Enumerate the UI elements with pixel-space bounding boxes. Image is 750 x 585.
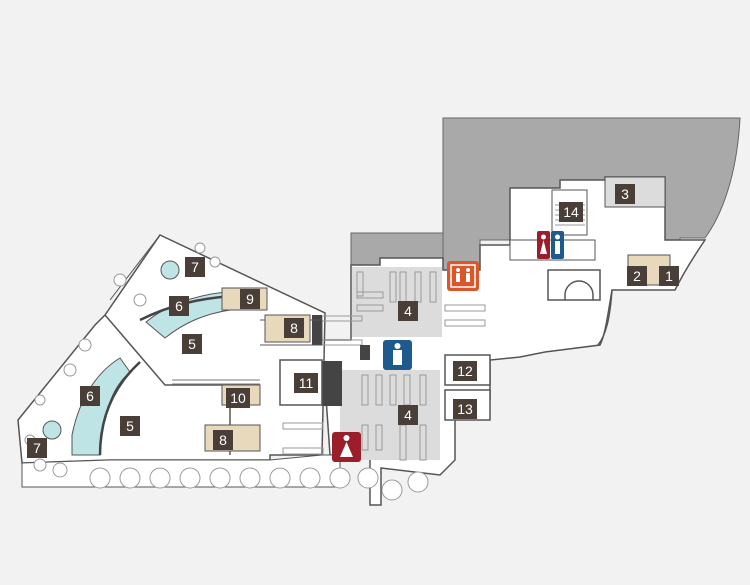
interior-wall-2 xyxy=(109,234,161,301)
svg-text:8: 8 xyxy=(219,432,227,448)
label-13[interactable]: 13 xyxy=(453,399,477,419)
svg-text:6: 6 xyxy=(175,298,183,314)
label-12[interactable]: 12 xyxy=(453,361,477,381)
womens-restroom-icon[interactable] xyxy=(332,432,361,462)
pond-north xyxy=(160,260,180,280)
shelving-area-north xyxy=(352,267,442,337)
interior-wall-3 xyxy=(172,379,260,385)
wall-block-2 xyxy=(312,315,322,345)
pond-west xyxy=(42,420,62,440)
label-3[interactable]: 3 xyxy=(615,184,635,204)
label-5-lower[interactable]: 5 xyxy=(120,416,140,436)
svg-text:11: 11 xyxy=(299,375,314,391)
east-curved-wall xyxy=(597,289,613,346)
wall-block-3 xyxy=(360,345,370,360)
central-arch xyxy=(564,280,594,300)
svg-text:5: 5 xyxy=(188,336,196,352)
svg-text:1: 1 xyxy=(665,268,673,284)
label-6-lower[interactable]: 6 xyxy=(80,386,100,406)
label-11[interactable]: 11 xyxy=(294,373,318,393)
label-4-south[interactable]: 4 xyxy=(398,405,418,425)
svg-text:5: 5 xyxy=(126,418,134,434)
svg-text:4: 4 xyxy=(404,407,412,423)
svg-text:14: 14 xyxy=(563,204,579,220)
label-7-north[interactable]: 7 xyxy=(185,257,205,277)
label-7-west[interactable]: 7 xyxy=(27,438,47,458)
svg-text:10: 10 xyxy=(230,390,246,406)
label-10[interactable]: 10 xyxy=(226,388,250,408)
svg-text:12: 12 xyxy=(457,363,473,379)
label-9[interactable]: 9 xyxy=(240,289,260,309)
label-8-north[interactable]: 8 xyxy=(284,318,304,338)
svg-text:7: 7 xyxy=(33,440,41,456)
restroom-icon[interactable] xyxy=(537,231,564,259)
mens-restroom-icon[interactable] xyxy=(383,340,412,370)
curved-wall-lower xyxy=(98,361,141,456)
svg-text:6: 6 xyxy=(86,388,94,404)
label-14[interactable]: 14 xyxy=(559,202,583,222)
wall-block-1 xyxy=(322,361,342,406)
central-structure xyxy=(547,269,601,301)
elevator-icon[interactable] xyxy=(447,261,479,291)
svg-text:3: 3 xyxy=(621,186,629,202)
label-2[interactable]: 2 xyxy=(627,266,647,286)
label-8-south[interactable]: 8 xyxy=(213,430,233,450)
svg-text:4: 4 xyxy=(404,303,412,319)
svg-text:9: 9 xyxy=(246,291,254,307)
svg-text:7: 7 xyxy=(191,259,199,275)
trees xyxy=(24,242,429,501)
svg-text:2: 2 xyxy=(633,268,641,284)
label-6-upper[interactable]: 6 xyxy=(169,296,189,316)
svg-text:8: 8 xyxy=(290,320,298,336)
label-4-north[interactable]: 4 xyxy=(398,301,418,321)
interior-wall-1 xyxy=(104,314,231,455)
label-5-upper[interactable]: 5 xyxy=(182,334,202,354)
svg-text:13: 13 xyxy=(457,401,473,417)
label-1[interactable]: 1 xyxy=(659,266,679,286)
